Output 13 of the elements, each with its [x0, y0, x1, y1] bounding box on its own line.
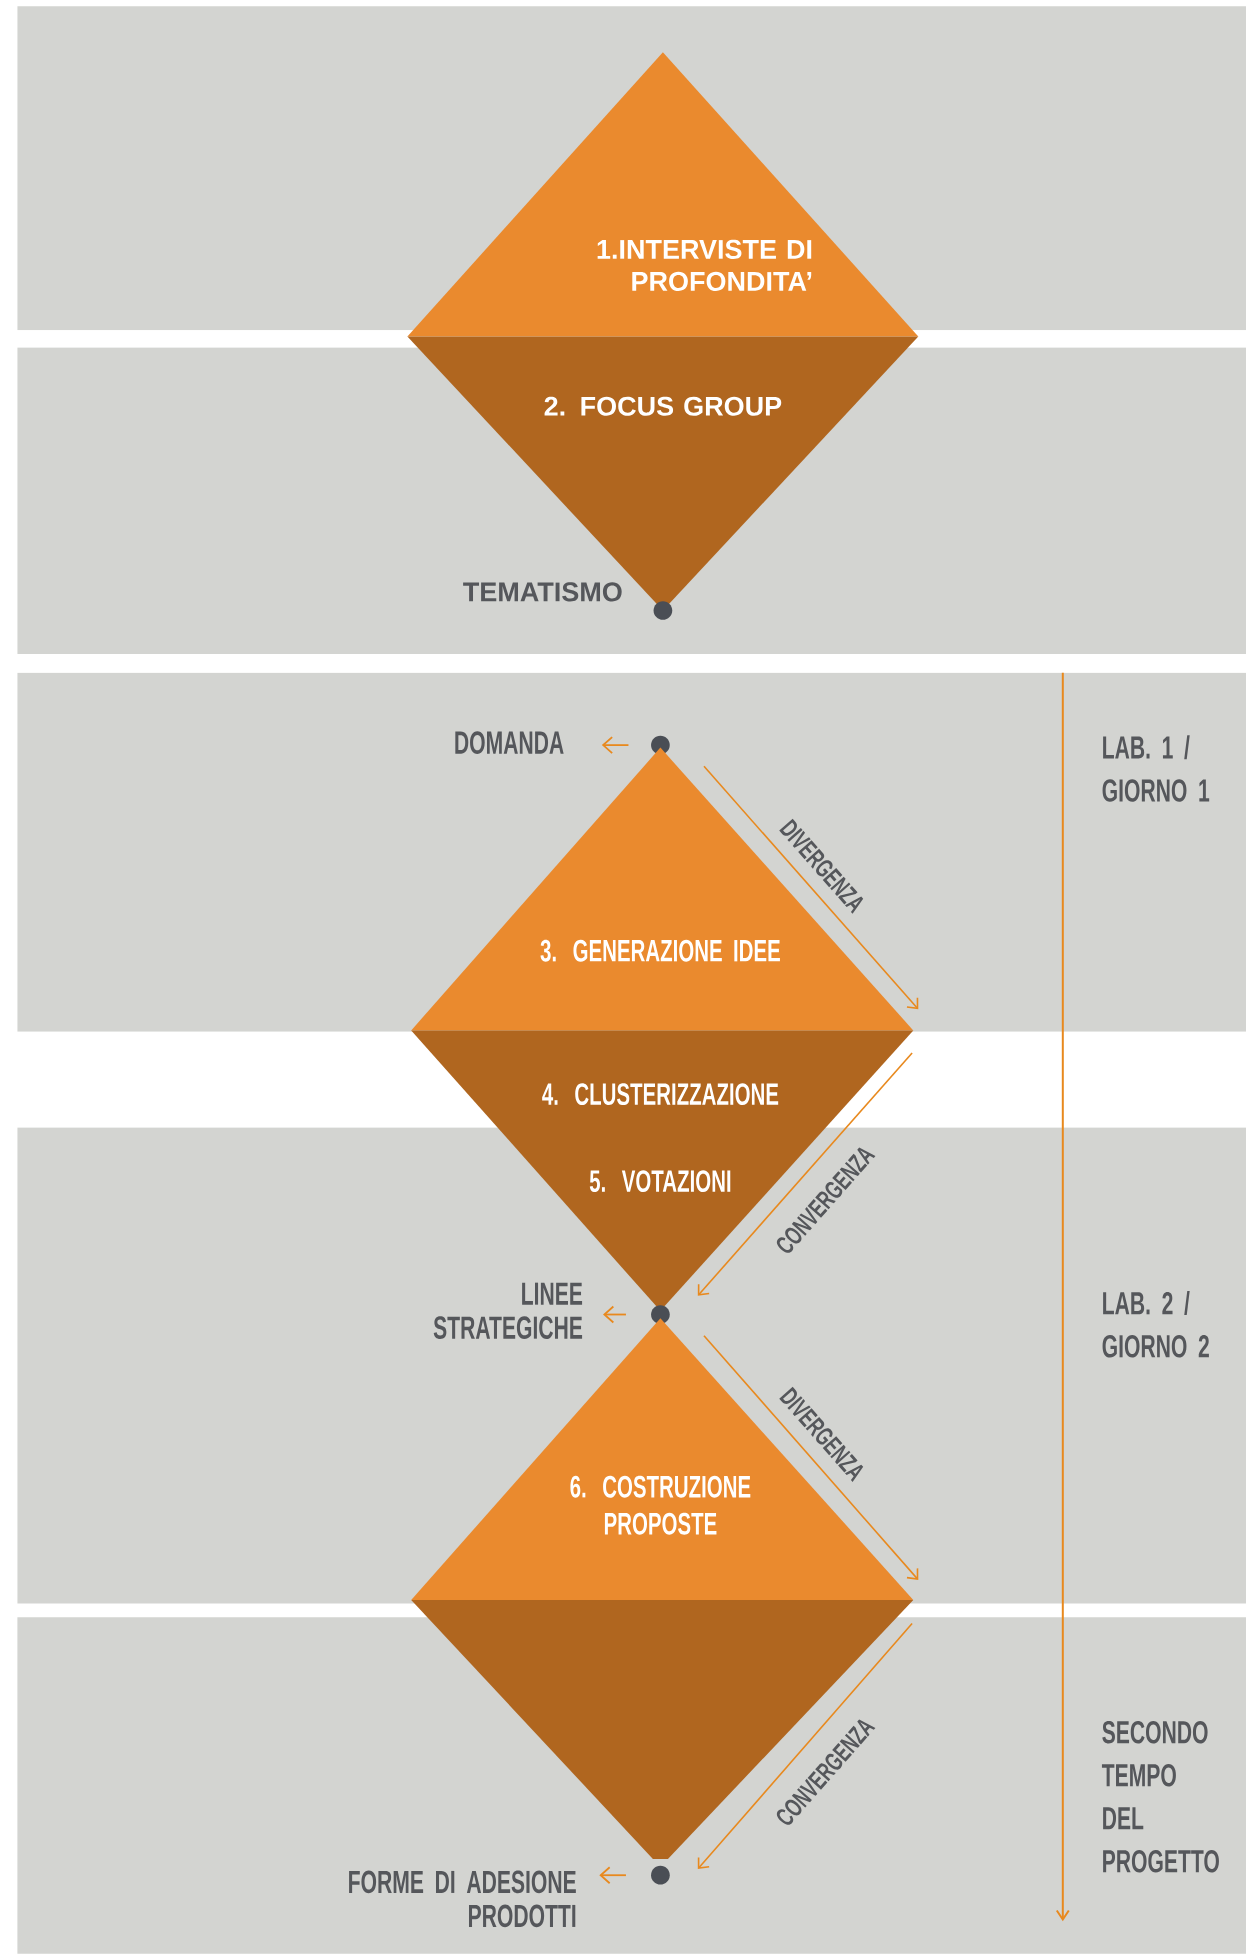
phase-label: SECONDO TEMPO DEL PROGETTO — [1101, 1720, 1219, 1873]
diagram-section — [411, 1599, 914, 1859]
milestone-dot — [653, 601, 673, 620]
arrow — [601, 736, 630, 754]
arrow — [599, 1866, 627, 1885]
arrow — [603, 1305, 627, 1324]
caption-text: TEMATISMO — [463, 582, 622, 602]
milestone-dot — [651, 1865, 670, 1885]
milestone-dot — [651, 1305, 670, 1324]
stage-label: FORME DI ADESIONE PRODOTTI — [349, 1870, 576, 1928]
phase-label: LAB. 1 / GIORNO 1 — [1102, 735, 1210, 802]
diagram-section: 1.INTERVISTE DI PROFONDITA’ — [407, 52, 919, 337]
phase-label: LAB. 2 / GIORNO 2 — [1102, 1291, 1209, 1358]
